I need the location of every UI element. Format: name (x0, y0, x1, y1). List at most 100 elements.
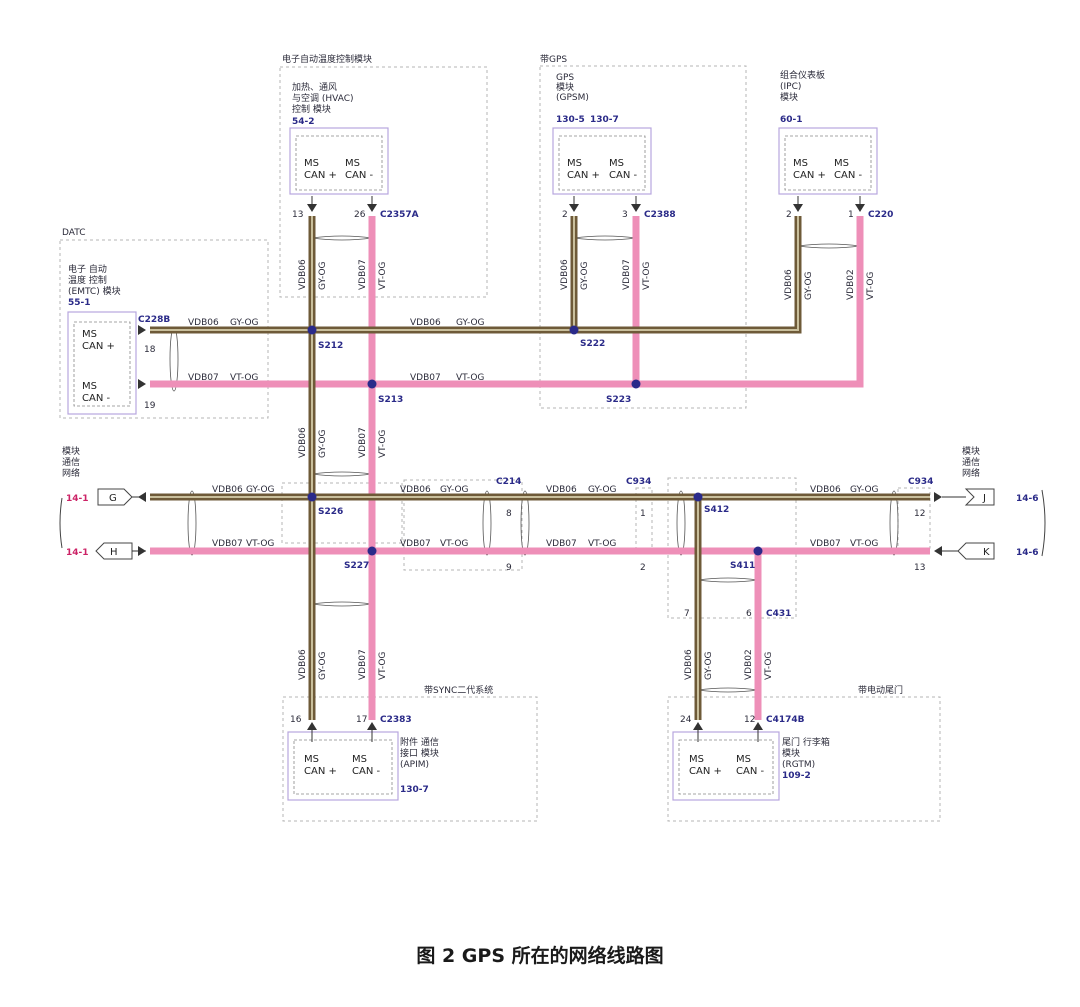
wire-label: VDB07 (546, 539, 577, 549)
connector-c431: C431 (766, 609, 791, 619)
gpsm-ref1: 130-5 (556, 115, 585, 125)
hvac-ms-minus: MS (345, 158, 360, 169)
wire-label: VDB06 (810, 485, 841, 495)
rgtm-connector: C4174B (766, 715, 805, 725)
wire-label: VT-OG (246, 539, 274, 549)
gpsm-pin-plus: 2 (562, 210, 568, 220)
apim-can-plus: CAN + (304, 766, 337, 777)
wire-label: VDB07 (410, 373, 441, 383)
rgtm-group-title: 带电动尾门 (858, 684, 903, 696)
s226-area-box (281, 482, 403, 544)
wire-label: VDB06 (684, 649, 694, 680)
wire-label: GY-OG (440, 485, 469, 495)
hvac-pin-minus: 26 (354, 210, 366, 220)
apim-name-line: (APIM) (400, 760, 429, 770)
connector-j (964, 488, 995, 506)
hvac-can-minus: CAN - (345, 170, 373, 181)
hvac-pin-plus: 13 (292, 210, 303, 220)
connector-pin: 2 (640, 563, 646, 573)
wire-label: VDB06 (298, 259, 308, 290)
wire-label: VDB06 (784, 269, 794, 300)
network-label: 网络 (962, 467, 980, 479)
wire-label: VT-OG (378, 652, 388, 680)
emtc-name-line: (EMTC) 模块 (68, 285, 121, 297)
gps-group-title: 带GPS (540, 54, 567, 65)
hvac-module-box (289, 127, 389, 195)
wire-label: VDB06 (400, 485, 431, 495)
wire-label: VDB07 (212, 539, 243, 549)
network-label: 模块 (962, 445, 980, 457)
wire-label: VDB06 (560, 259, 570, 290)
ipc-can-plus: CAN + (793, 170, 826, 181)
gpsm-name-line: (GPSM) (556, 93, 589, 103)
wire-label: GY-OG (704, 651, 714, 680)
rgtm-module-box (672, 731, 780, 801)
figure-caption: 图 2 GPS 所在的网络线路图 (416, 944, 663, 967)
wire-label: VT-OG (764, 652, 774, 680)
splice-s222 (569, 325, 579, 335)
hvac-group-box (279, 66, 488, 298)
hvac-connector: C2357A (380, 210, 419, 220)
splice-label: S412 (704, 505, 729, 515)
connector-pin: 9 (506, 563, 512, 573)
splice-s223 (631, 379, 641, 389)
apim-ms-plus: MS (304, 754, 319, 765)
network-label: 网络 (62, 467, 80, 479)
splice-label: S222 (580, 339, 605, 349)
ipc-pin-minus: 1 (848, 210, 854, 220)
ipc-module-box (778, 127, 878, 195)
gpsm-ref2: 130-7 (590, 115, 619, 125)
connector-c214: C214 (496, 477, 521, 487)
wire-label: GY-OG (804, 271, 814, 300)
splice-s213 (367, 379, 377, 389)
wire-vt-og-top-bus (150, 216, 864, 388)
network-ref: 14-6 (1016, 548, 1039, 558)
connector-h (95, 542, 133, 560)
rgtm-ms-plus: MS (689, 754, 704, 765)
wire-label: VT-OG (456, 373, 484, 383)
wire-label: VT-OG (642, 262, 652, 290)
network-label: 模块 (62, 445, 80, 457)
wire-label: VT-OG (850, 539, 878, 549)
network-label: 通信 (962, 456, 980, 468)
splice-label: S411 (730, 561, 755, 571)
wire-label: VT-OG (588, 539, 616, 549)
connector-k-label: K (983, 547, 990, 558)
apim-can-minus: CAN - (352, 766, 380, 777)
rgtm-name-line: 尾门 行李箱 (782, 736, 830, 748)
connector-pin: 12 (914, 509, 925, 519)
ipc-connector: C220 (868, 210, 893, 220)
wire-label: VDB07 (622, 259, 632, 290)
splice-s226 (307, 492, 317, 502)
ipc-pin-plus: 2 (786, 210, 792, 220)
wire-label: GY-OG (230, 318, 259, 328)
hvac-name-line: 控制 模块 (292, 103, 331, 115)
ipc-name-line: 组合仪表板 (780, 69, 825, 81)
apim-group-box (282, 696, 538, 822)
splice-label: S226 (318, 507, 343, 517)
wire-label: VT-OG (440, 539, 468, 549)
splice-s412 (693, 492, 703, 502)
rgtm-pin-plus: 24 (680, 715, 692, 725)
apim-connector: C2383 (380, 715, 412, 725)
rgtm-can-minus: CAN - (736, 766, 764, 777)
splice-s411 (753, 546, 763, 556)
connector-h-label: H (110, 547, 118, 558)
ipc-name-line: (IPC) (780, 82, 801, 92)
connector-c934: C934 (626, 477, 651, 487)
hvac-ref: 54-2 (292, 117, 315, 127)
hvac-group-title: 电子自动温度控制模块 (282, 53, 372, 65)
apim-name-line: 附件 通信 (400, 736, 439, 748)
rgtm-pin-minus: 12 (744, 715, 755, 725)
splice-s227 (367, 546, 377, 556)
ipc-can-minus: CAN - (834, 170, 862, 181)
ipc-name-line: 模块 (780, 91, 798, 103)
wire-label: GY-OG (456, 318, 485, 328)
ipc-ms-minus: MS (834, 158, 849, 169)
gpsm-name-line: GPS (556, 73, 574, 83)
emtc-module-box (67, 311, 137, 415)
emtc-pin-plus: 18 (144, 345, 156, 355)
wire-label: GY-OG (246, 485, 275, 495)
rgtm-name-line: (RGTM) (782, 760, 815, 770)
